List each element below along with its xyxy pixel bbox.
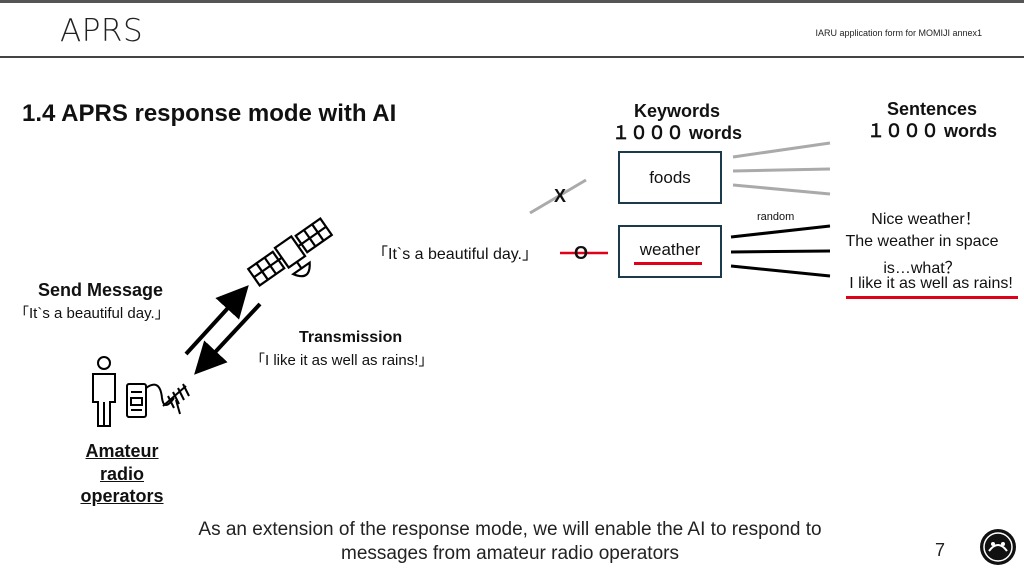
weather-link-2 [730,249,831,254]
sentences-heading-line1: Sentences [886,99,978,119]
weather-link-3 [730,264,831,278]
keywords-heading-line1: Keywords [633,101,721,121]
incoming-message: 「It`s a beautiful day.」 [372,246,539,263]
sentence-1: Nice weather！ [871,211,981,228]
header-divider [0,56,1024,58]
keywords-heading: Keywords １０００ words [612,100,742,144]
yagi-antenna-icon [162,383,190,415]
keyword-box-foods: foods [618,151,722,204]
operators-label-line3: operators [80,486,164,506]
window-top-border [0,0,1024,3]
keywords-heading-line2: １０００ words [612,123,743,143]
logo-icon [980,529,1016,565]
sentence-3-selected: I like it as well as rains! [849,275,1013,292]
slide-title: 1.4 APRS response mode with AI [22,100,397,127]
selected-sentence-underline [846,296,1018,299]
operators-label-line1: Amateur [85,441,159,461]
sentences-heading-line2: １０００ words [866,121,997,141]
foods-link-1 [732,141,831,159]
downlink-arrow [194,302,262,375]
foods-link-3 [732,183,831,196]
app-title: APRS [60,13,144,49]
sentence-2-line2: is…what？ [883,260,961,277]
logo-graphic [983,532,1013,562]
weather-underline [634,262,702,265]
keyword-foods: foods [649,167,691,187]
match-mark: O [574,243,589,263]
uplink-arrow [184,285,249,356]
send-message-text: 「It`s a beautiful day.」 [14,305,170,322]
keyword-weather: weather [639,239,701,259]
reject-line [529,178,587,215]
weather-link-1 [730,224,831,239]
page-number: 7 [935,540,946,560]
operators-label: Amateur radio operators [74,440,170,508]
foods-link-2 [732,167,831,173]
satellite-icon [246,217,334,287]
footer-caption: As an extension of the response mode, we… [90,518,930,566]
footer-caption-line1: As an extension of the response mode, we… [198,519,822,540]
sentences-heading: Sentences １０００ words [862,98,1002,142]
transmission-heading: Transmission [299,329,403,346]
reject-mark: X [554,186,567,206]
keyword-box-weather: weather [618,225,722,278]
footer-caption-line2: messages from amateur radio operators [341,543,679,564]
person-icon [92,356,116,427]
send-message-heading: Send Message [38,280,164,300]
random-label: random [757,211,795,223]
transmission-text: 「I like it as well as rains!」 [250,352,434,369]
operators-label-line2: radio [99,463,144,484]
sentence-2-line1: The weather in space [845,233,999,250]
document-note: IARU application form for MOMIJI annex1 [815,28,982,38]
radio-transceiver-icon [126,383,175,418]
